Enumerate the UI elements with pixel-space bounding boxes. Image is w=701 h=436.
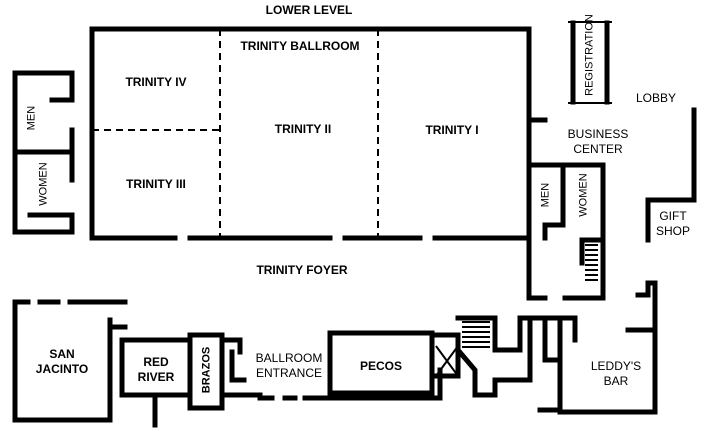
restroom-divider [542,162,566,241]
escalator-x [435,345,459,377]
ballroom-entrance-line-2: ENTRANCE [255,366,322,380]
pecos-lower-wall [327,367,443,401]
room-label-men-left[interactable]: MEN [25,105,38,131]
foyer-west-wall [12,299,113,423]
room-label-business-center[interactable]: BUSINESS CENTER [568,127,629,157]
leddys-bar-line-1: LEDDY'S [590,359,642,373]
red-river-line-2: RIVER [137,370,175,384]
room-label-brazos[interactable]: BRAZOS [200,346,213,394]
registration-desk-frame [568,21,612,104]
ballroom-entrance-line-1: BALLROOM [255,351,323,365]
room-label-ballroom-entrance[interactable]: BALLROOM ENTRANCE [256,351,323,381]
gift-shop-line-2: SHOP [655,224,691,238]
room-label-trinity-foyer[interactable]: TRINITY FOYER [256,263,348,277]
room-label-trinity-iv[interactable]: TRINITY IV [125,75,187,89]
gift-shop-walls [645,197,697,243]
room-label-trinity-iii[interactable]: TRINITY III [126,177,186,191]
leddys-bar-line-2: BAR [603,374,629,388]
business-center-line-1: BUSINESS [567,127,629,141]
room-label-san-jacinto[interactable]: SAN JACINTO [36,347,88,377]
room-label-trinity-ballroom[interactable]: TRINITY BALLROOM [240,39,360,53]
stairs-south [454,315,533,398]
gift-shop-line-1: GIFT [659,209,687,223]
san-jacinto-line-1: SAN [49,347,75,361]
escalator-box [429,332,461,379]
red-river-line-1: RED [143,355,169,369]
room-label-trinity-ii[interactable]: TRINITY II [274,122,332,136]
room-label-women-right[interactable]: WOMEN [577,173,590,217]
business-center-walls [526,117,548,168]
room-label-women-left[interactable]: WOMEN [37,162,50,206]
room-label-red-river[interactable]: RED RIVER [138,355,175,385]
leddys-bar-walls [557,280,658,415]
bar-block-walls [527,315,578,413]
business-center-line-2: CENTER [573,142,623,156]
room-label-trinity-i[interactable]: TRINITY I [425,123,479,137]
ballroom-entrance-walls [219,337,263,411]
room-label-lobby[interactable]: LOBBY [635,91,677,105]
room-label-registration[interactable]: REGISTRATION [583,14,596,96]
room-label-pecos[interactable]: PECOS [359,359,403,373]
san-jacinto-line-2: JACINTO [35,362,89,376]
men-left-walls [12,70,75,155]
room-label-leddys-bar[interactable]: LEDDY'S BAR [591,359,641,389]
pecos-walls [327,330,435,396]
women-left-walls [12,149,75,218]
stairs-east [585,244,598,281]
floor-title: LOWER LEVEL [265,3,353,17]
room-label-gift-shop[interactable]: GIFT SHOP [656,209,690,239]
room-label-men-right[interactable]: MEN [539,182,552,208]
